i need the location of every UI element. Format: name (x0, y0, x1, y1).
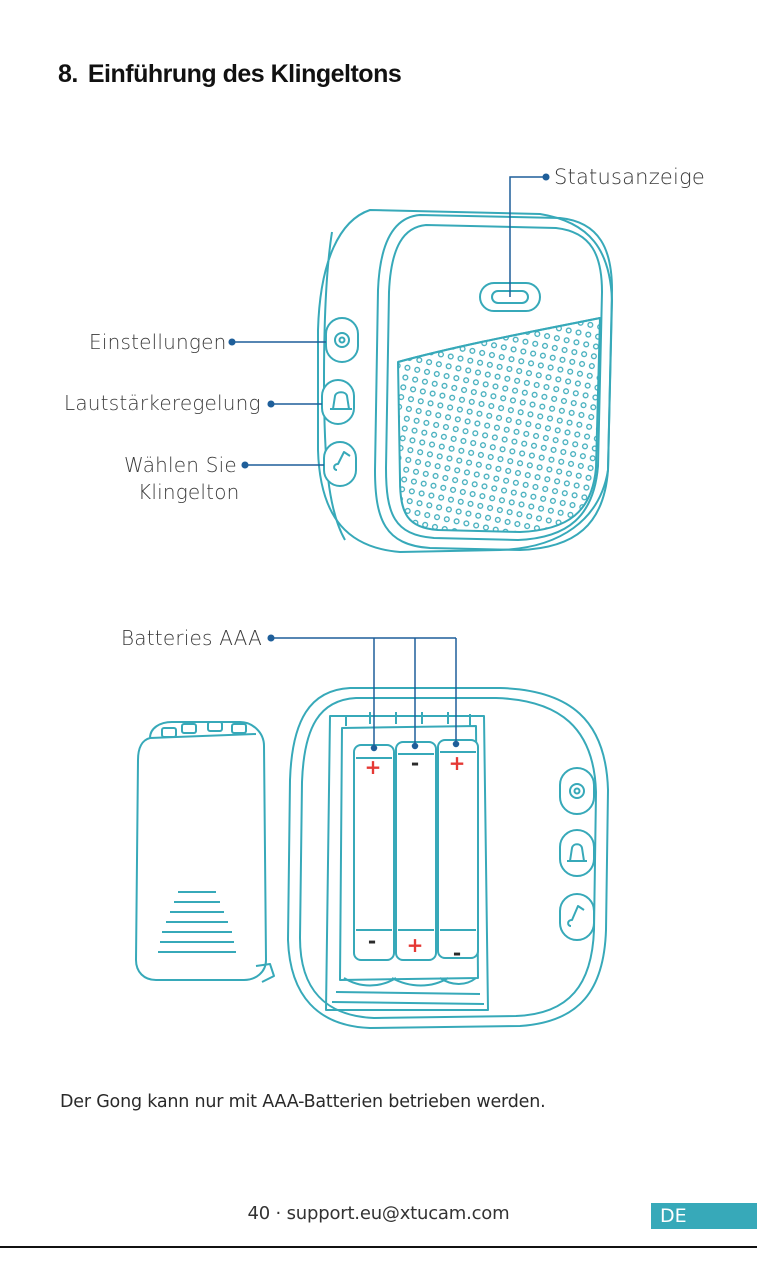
chime-front-view (318, 210, 612, 552)
language-badge: DE (651, 1203, 757, 1229)
battery-2-bottom-mark: + (407, 933, 424, 957)
label-volume-control: Lautstärkeregelung (64, 391, 261, 415)
battery-cover (136, 722, 274, 982)
label-select-ringtone-line2: Klingelton (138, 480, 240, 504)
battery-1-bottom-mark: - (368, 929, 376, 953)
bottom-rule (0, 1246, 757, 1248)
label-status-indicator: Statusanzeige (554, 165, 705, 189)
label-batteries: Batteries AAA (121, 626, 262, 650)
footer-page-support: 40 · support.eu@xtucam.com (0, 1203, 757, 1224)
chime-back-view (288, 688, 608, 1028)
battery-3-bottom-mark: - (453, 941, 461, 965)
battery-note: Der Gong kann nur mit AAA-Batterien betr… (60, 1092, 545, 1112)
battery-3-top-mark: + (449, 751, 466, 775)
battery-1-top-mark: + (365, 755, 382, 779)
battery-2-top-mark: - (411, 751, 419, 775)
label-settings: Einstellungen (89, 330, 226, 354)
label-select-ringtone-line1: Wählen Sie (124, 453, 237, 477)
